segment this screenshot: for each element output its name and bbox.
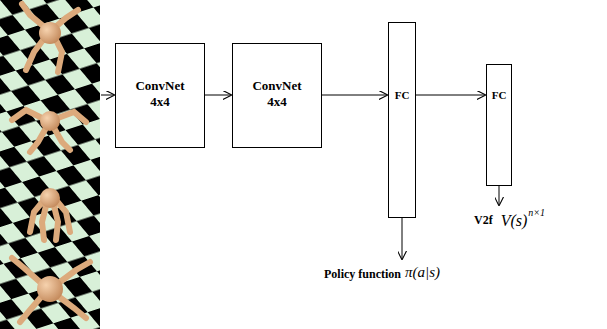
output-label: V2f xyxy=(474,214,493,227)
output-formula: π(a|s) xyxy=(405,264,440,281)
frame-2 xyxy=(0,82,100,164)
frame-4 xyxy=(0,246,100,329)
output-formula: V(s) xyxy=(501,212,528,230)
layer-name: FC xyxy=(395,89,410,103)
flow-arrow xyxy=(322,95,387,96)
layer-name: ConvNet 4x4 xyxy=(130,78,190,111)
output-arrow xyxy=(402,218,403,259)
frame-1 xyxy=(0,0,100,82)
layer-name: FC xyxy=(492,89,507,103)
convnet-box: ConvNet 4x4 xyxy=(232,43,322,148)
flow-arrow xyxy=(416,95,485,96)
output-arrow xyxy=(499,186,500,205)
input-arrow xyxy=(101,95,114,96)
flow-arrow xyxy=(205,95,231,96)
convnet-box: ConvNet 4x4 xyxy=(115,43,205,148)
dimension-superscript: n×1 xyxy=(528,207,545,218)
layer-name: ConvNet 4x4 xyxy=(247,78,307,111)
fc-layer-box: FC xyxy=(486,64,512,186)
output-label: Policy function xyxy=(324,268,401,281)
frame-3 xyxy=(0,164,100,246)
fc-layer-box: FC xyxy=(388,22,416,218)
